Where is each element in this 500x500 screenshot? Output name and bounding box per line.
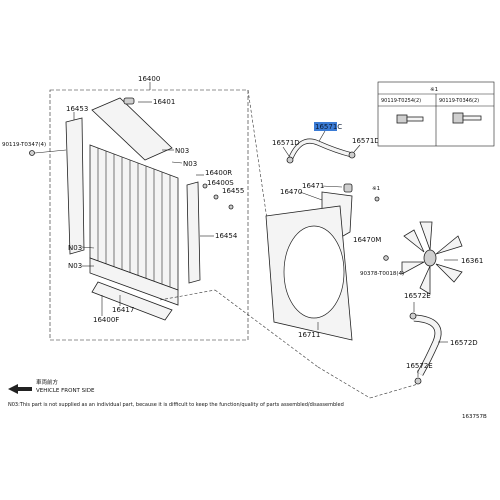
label-16400f[interactable]: 16400F — [93, 316, 119, 324]
radiator-side-support-right — [186, 181, 201, 284]
radiator-cap — [123, 97, 135, 105]
label-90119-t0347[interactable]: 90119-T0347(4) — [2, 142, 46, 148]
label-n03-b[interactable]: N03 — [183, 160, 197, 168]
label-16400[interactable]: 16400 — [138, 75, 160, 83]
label-16572d[interactable]: 16572D — [450, 339, 478, 347]
hose-clamp-icon — [409, 312, 417, 320]
fastener-table-col2[interactable]: 90119-T0346(2) — [439, 98, 479, 104]
radiator-lower-support — [91, 281, 173, 321]
fan-shroud-opening — [283, 225, 345, 319]
fastener-table-col1[interactable]: 90119-T0254(2) — [381, 98, 421, 104]
radiator-upper-tank — [91, 97, 173, 161]
label-16361[interactable]: 16361 — [461, 257, 483, 265]
label-16572e-bottom[interactable]: 16572E — [406, 362, 433, 370]
label-16455[interactable]: 16455 — [222, 187, 244, 195]
leader-line — [247, 89, 269, 227]
label-n03-c[interactable]: N03 — [68, 244, 82, 252]
hose-clamp-icon — [348, 151, 356, 159]
label-16400r[interactable]: 16400R — [205, 169, 232, 177]
cooling-fan — [401, 221, 463, 295]
label-16470m[interactable]: 16470M — [353, 236, 381, 244]
label-16401[interactable]: 16401 — [153, 98, 175, 106]
washer-bolt-icon — [452, 112, 482, 124]
leader-line — [369, 383, 419, 399]
leader-line — [214, 289, 319, 368]
drain-screw-icon — [228, 204, 234, 210]
label-16471[interactable]: 16471 — [302, 182, 324, 190]
diagram-id: 163757B — [462, 414, 487, 420]
label-16711[interactable]: 16711 — [298, 331, 320, 339]
leader-line — [159, 289, 216, 301]
fan-nut-icon — [383, 255, 389, 261]
hose-clamp-icon — [286, 156, 294, 164]
label-16572e-top[interactable]: 16572E — [404, 292, 431, 300]
note-mark-a: ※1 — [372, 186, 380, 192]
label-16571d-right[interactable]: 16571D — [352, 137, 380, 145]
radiator-core-fins — [97, 148, 171, 288]
fastener-table-mark: ※1 — [430, 87, 438, 93]
n03-footnote: N03:This part is not supplied as an indi… — [8, 402, 344, 408]
label-n03-a[interactable]: N03 — [175, 147, 189, 155]
vehicle-front-arrow-icon — [8, 384, 32, 394]
label-16454[interactable]: 16454 — [215, 232, 238, 240]
vehicle-front-label: VEHICLE FRONT SIDE — [36, 388, 95, 394]
label-16571c[interactable]: 16571C — [315, 123, 342, 131]
label-16571d-left[interactable]: 16571D — [272, 139, 300, 147]
vehicle-front-cjk: 車両前方 — [36, 378, 59, 386]
radiator-side-support-left — [65, 117, 85, 255]
hose-clamp-icon — [414, 377, 422, 385]
label-16400s[interactable]: 16400S — [207, 179, 234, 187]
label-16417[interactable]: 16417 — [112, 306, 134, 314]
label-16453[interactable]: 16453 — [66, 105, 88, 113]
highlight-16571c — [314, 122, 337, 131]
drain-cock-icon — [213, 194, 219, 200]
radiator-assembly-frame — [49, 89, 249, 341]
label-90378-t0018[interactable]: 90378-T0018(4) — [360, 271, 404, 277]
bolt-icon — [374, 196, 380, 202]
label-16470[interactable]: 16470 — [280, 188, 302, 196]
reservoir-cap — [343, 183, 353, 193]
plug-icon — [202, 183, 208, 189]
radiator-lower-tank — [89, 257, 179, 306]
leader-line — [317, 366, 371, 399]
bolt-icon — [29, 150, 35, 156]
flange-bolt-icon — [396, 114, 424, 124]
label-n03-d[interactable]: N03 — [68, 262, 82, 270]
